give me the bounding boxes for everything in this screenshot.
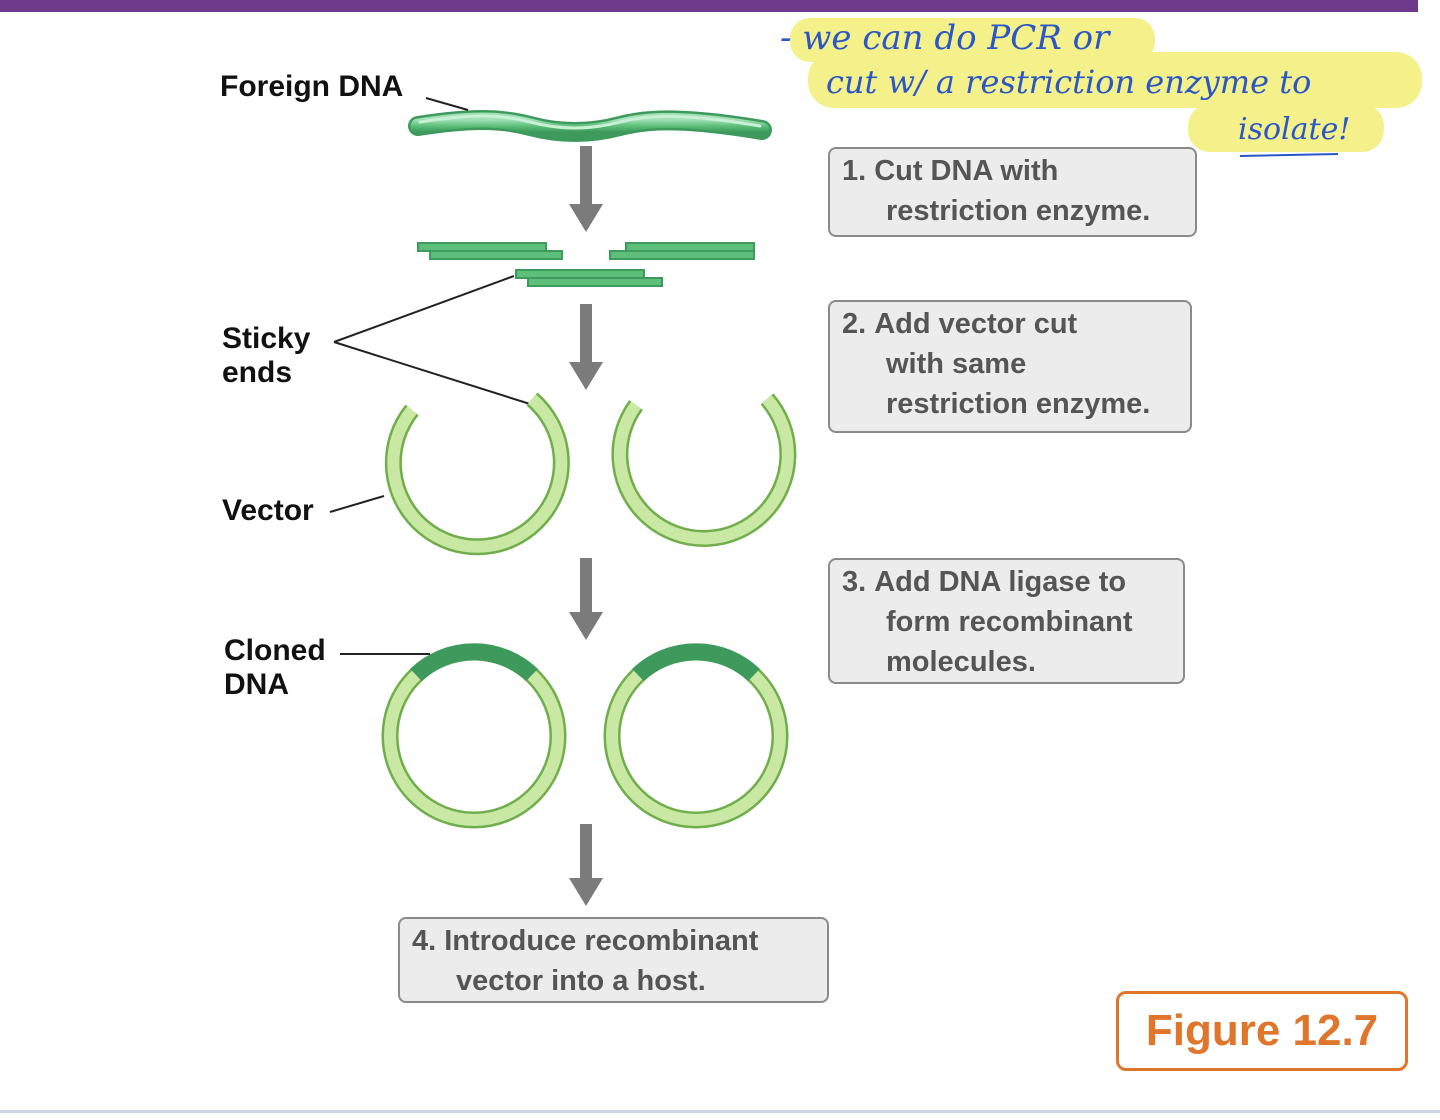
handwritten-note-line-2: cut w/ a restriction enzyme to bbox=[826, 63, 1312, 101]
handwritten-note-line-1: - we can do PCR or bbox=[780, 18, 1110, 58]
underline-mark bbox=[1239, 153, 1339, 157]
arrow-step-2 bbox=[569, 304, 603, 390]
foreign-dna-leader bbox=[425, 97, 469, 111]
vector-leader bbox=[329, 495, 385, 513]
label-foreign-dna: Foreign DNA bbox=[220, 70, 404, 103]
step-2-line-2: with same bbox=[886, 348, 1027, 380]
step-3-number: 3. bbox=[842, 566, 867, 598]
step-4-box: 4.Introduce recombinant vector into a ho… bbox=[398, 917, 829, 1003]
label-sticky-ends-2: ends bbox=[222, 356, 293, 389]
step-1-box: 1.Cut DNA with restriction enzyme. bbox=[828, 147, 1197, 237]
step-1-line-2: restriction enzyme. bbox=[886, 195, 1151, 227]
step-2-number: 2. bbox=[842, 308, 867, 340]
step-3-line-2: form recombinant bbox=[886, 606, 1133, 638]
step-4-line-1: Introduce recombinant bbox=[444, 925, 759, 957]
step-2-line-1: Add vector cut bbox=[874, 308, 1078, 340]
step-2-box: 2.Add vector cut with same restriction e… bbox=[828, 300, 1192, 433]
figure-label: Figure 12.7 bbox=[1116, 991, 1408, 1071]
bottom-rule bbox=[0, 1110, 1440, 1113]
step-2-line-3: restriction enzyme. bbox=[886, 388, 1151, 420]
step-3-line-3: molecules. bbox=[886, 646, 1036, 678]
sticky-ends-leader-bottom bbox=[333, 341, 531, 405]
recombinant-circle-right bbox=[603, 643, 789, 829]
label-sticky-ends-1: Sticky bbox=[222, 322, 311, 355]
label-cloned-dna-2: DNA bbox=[224, 668, 289, 701]
step-4-number: 4. bbox=[412, 925, 437, 957]
sticky-ends-leader-top bbox=[333, 275, 515, 343]
arrow-step-3 bbox=[569, 558, 603, 640]
step-3-box: 3.Add DNA ligase to form recombinant mol… bbox=[828, 558, 1185, 684]
label-cloned-dna-1: Cloned bbox=[224, 634, 326, 667]
label-vector: Vector bbox=[222, 494, 314, 527]
arrow-step-4 bbox=[569, 824, 603, 906]
step-1-line-1: Cut DNA with bbox=[874, 155, 1059, 187]
handwritten-note-line-3: isolate! bbox=[1238, 112, 1351, 147]
step-3-line-1: Add DNA ligase to bbox=[874, 566, 1127, 598]
recombinant-circle-left bbox=[381, 643, 567, 829]
arrow-step-1 bbox=[569, 146, 603, 232]
step-4-line-2: vector into a host. bbox=[456, 965, 706, 997]
header-bar bbox=[0, 0, 1418, 12]
dna-fragments bbox=[417, 242, 755, 287]
step-1-number: 1. bbox=[842, 155, 867, 187]
highlighter-marks bbox=[790, 18, 1422, 152]
